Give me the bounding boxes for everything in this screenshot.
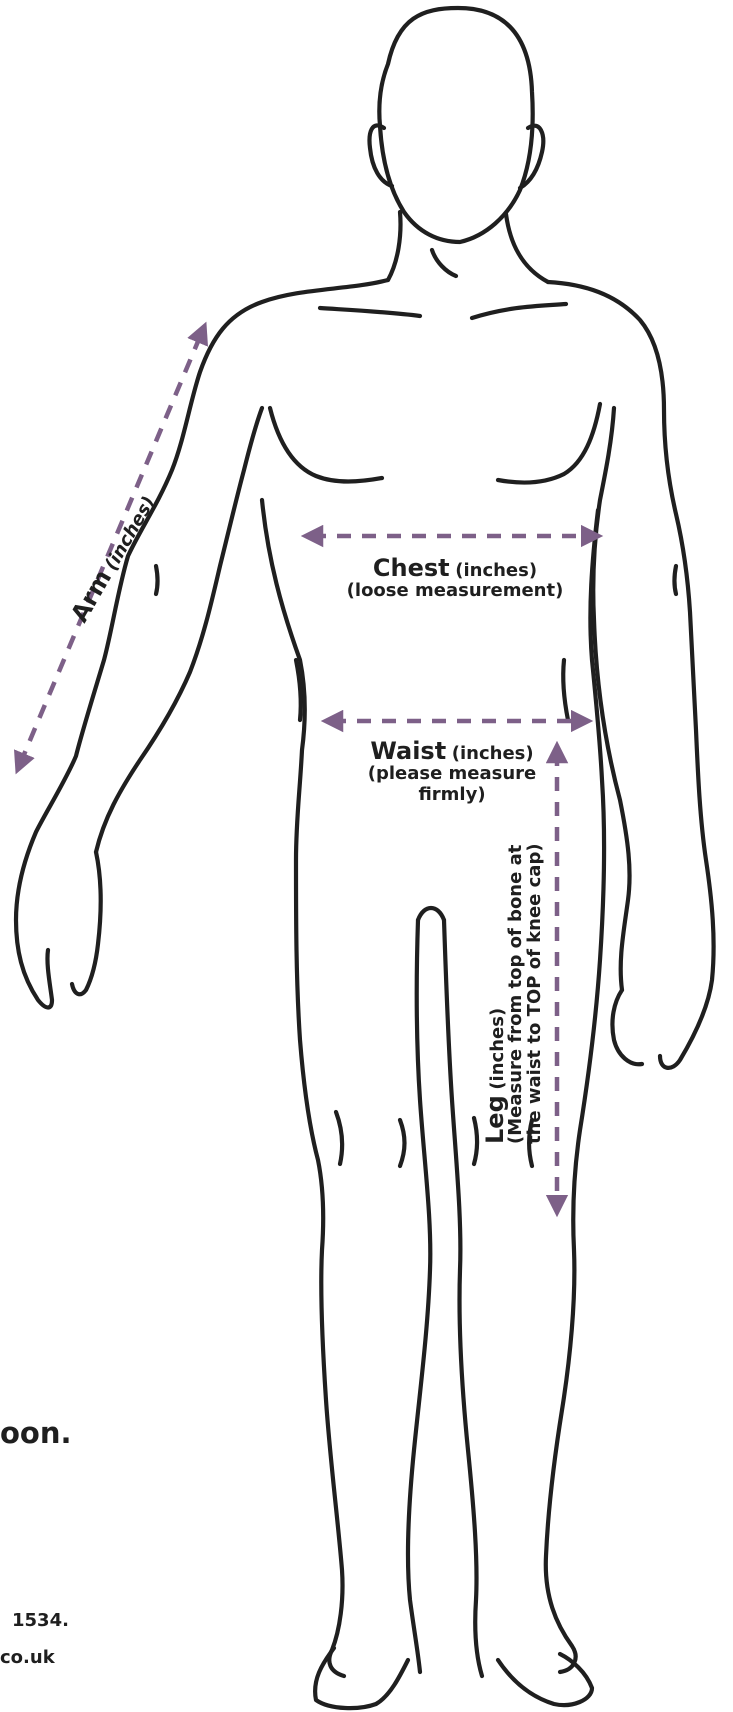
arm-crease-right xyxy=(675,566,677,594)
leg-label-note-2: the waist to TOP of knee cap) xyxy=(526,824,545,1144)
knee-left-1 xyxy=(336,1112,342,1164)
torso-left xyxy=(262,500,344,1676)
inner-leg-right xyxy=(444,920,482,1676)
torso-right xyxy=(546,510,604,1672)
chest-label-unit: (inches) xyxy=(455,560,537,581)
head-outline xyxy=(379,8,532,242)
waist-label: Waist (inches) (please measure firmly) xyxy=(352,738,552,806)
waist-label-unit: (inches) xyxy=(452,743,534,764)
leg-label: Leg (inches) (Measure from top of bone a… xyxy=(483,824,545,1144)
foot-right xyxy=(498,1654,592,1705)
chest-label-note: (loose measurement) xyxy=(330,581,580,602)
chest-label: Chest (inches) (loose measurement) xyxy=(330,555,580,602)
cropped-phone-fragment: 1534. xyxy=(12,1612,69,1631)
arm-left-inner xyxy=(96,408,262,852)
arm-crease-left xyxy=(156,566,158,594)
cropped-url-fragment: co.uk xyxy=(0,1649,55,1668)
chest-label-main: Chest xyxy=(373,554,450,582)
neck-muscle xyxy=(432,250,456,276)
arm-right-inner xyxy=(593,408,629,990)
knee-left-2 xyxy=(400,1120,405,1166)
neck-right xyxy=(506,214,548,282)
hand-right xyxy=(612,990,642,1064)
foot-left xyxy=(315,1648,408,1708)
cropped-heading-fragment: oon. xyxy=(0,1418,72,1448)
neck-left xyxy=(388,212,401,280)
knee-right-1 xyxy=(474,1118,477,1164)
abs-right xyxy=(563,660,568,720)
pec-right xyxy=(498,404,600,482)
inner-leg-left xyxy=(408,920,430,1672)
pec-left xyxy=(270,408,382,482)
hand-left-inner xyxy=(72,852,101,994)
crotch xyxy=(418,908,444,920)
body-right-contour xyxy=(548,282,714,1068)
waist-label-note-1: (please measure xyxy=(352,764,552,785)
collarbone-right xyxy=(472,304,566,318)
collarbone-left xyxy=(320,308,420,316)
waist-label-note-2: firmly) xyxy=(352,785,552,806)
waist-label-main: Waist xyxy=(370,737,446,765)
